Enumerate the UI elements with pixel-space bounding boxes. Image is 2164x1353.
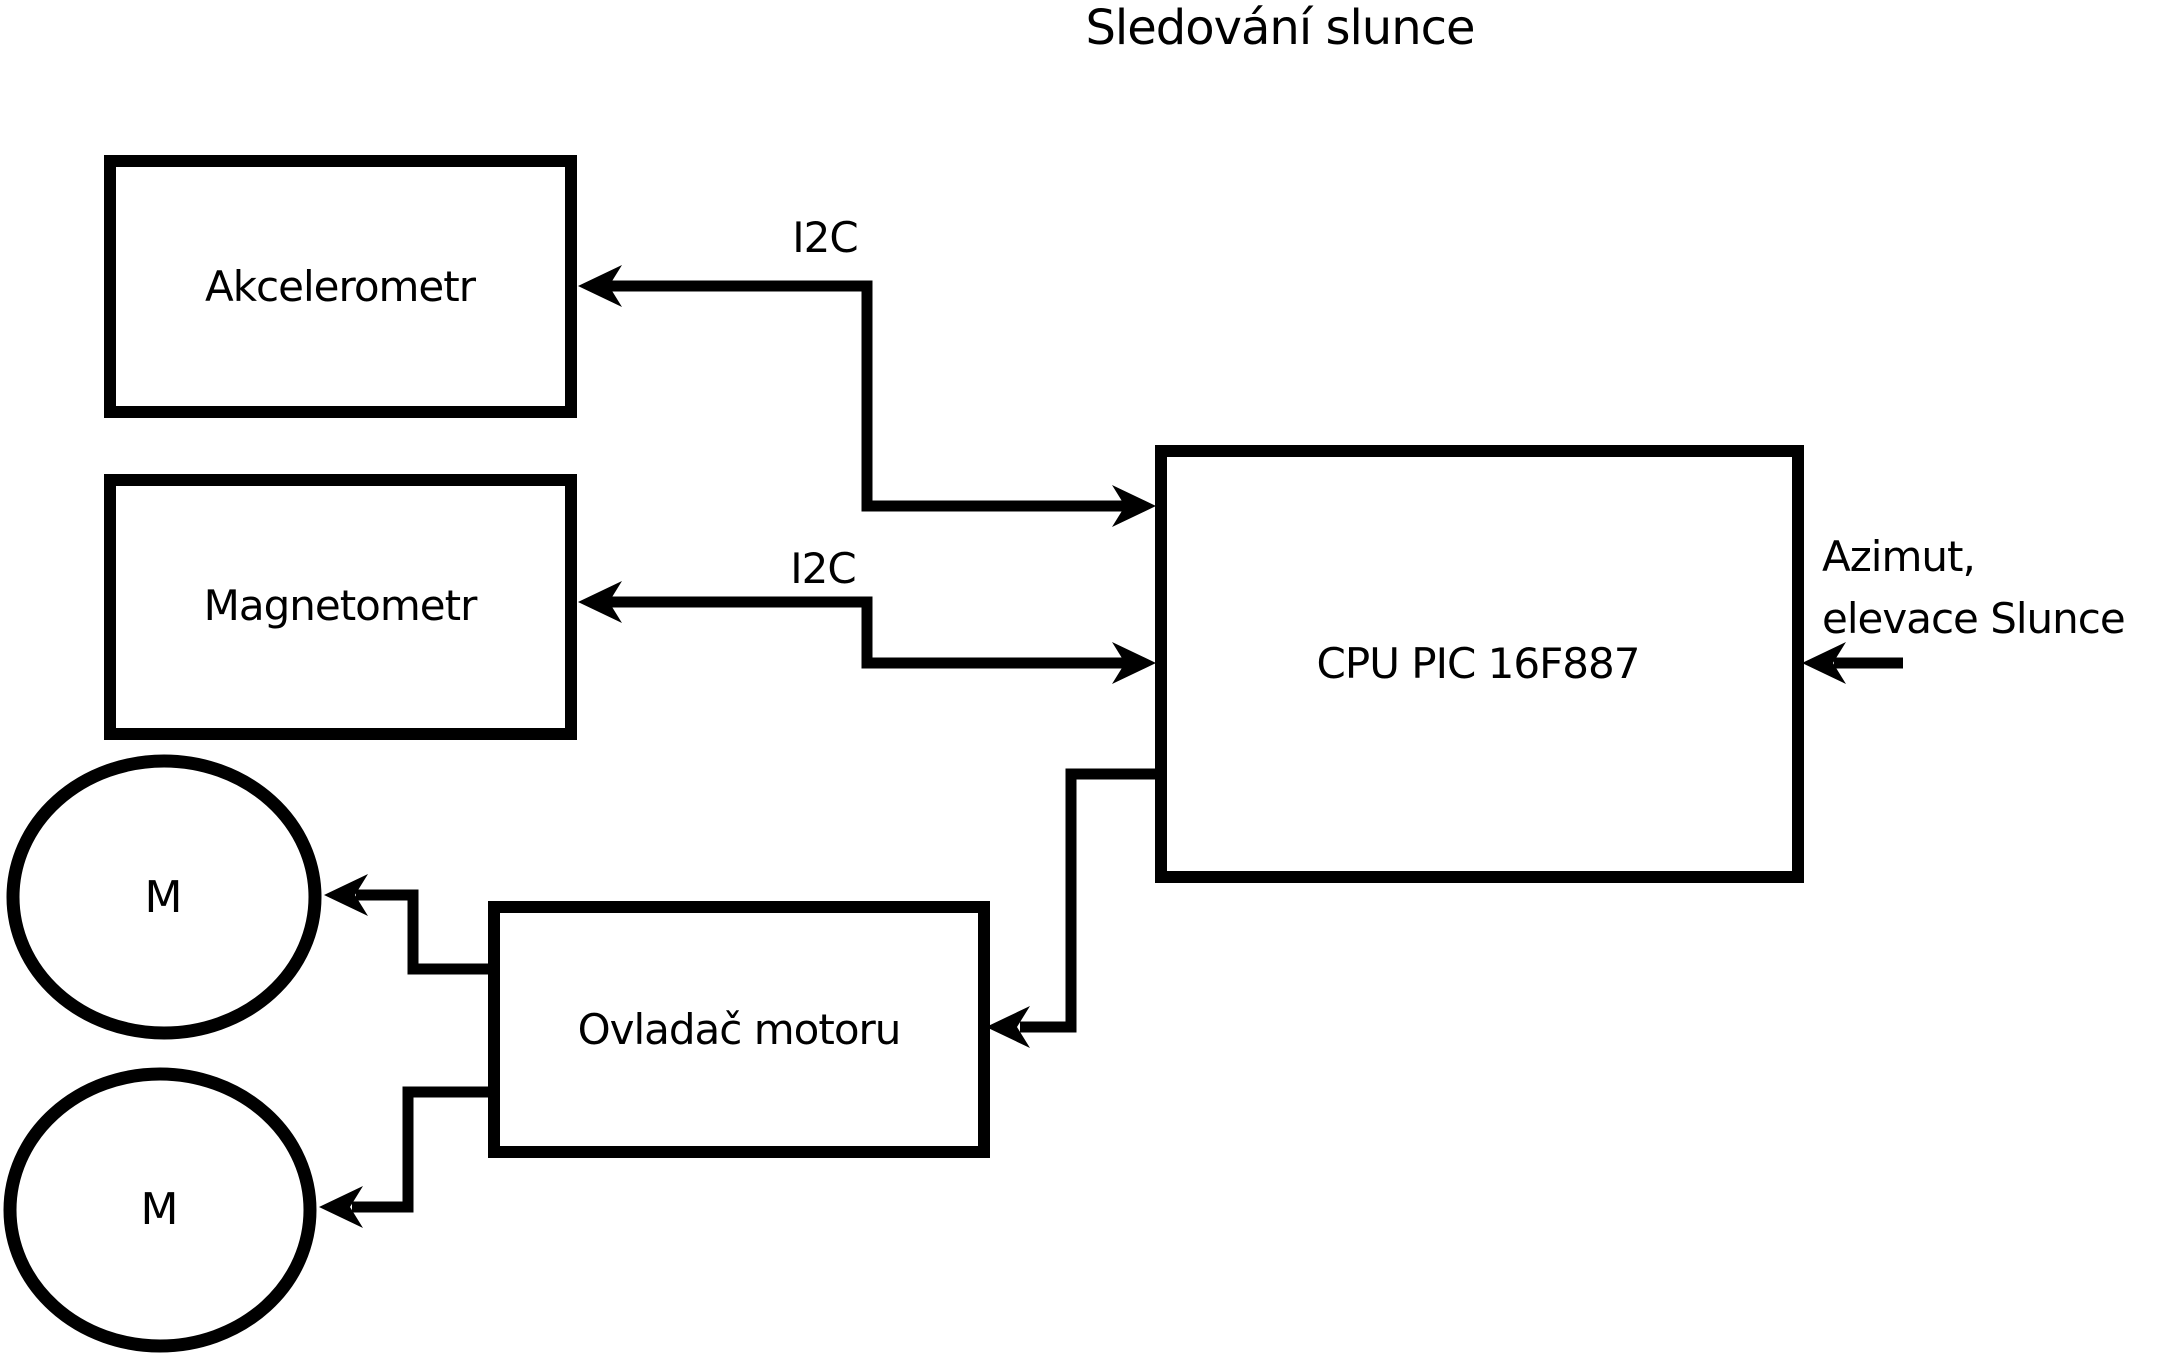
akcelerometr-box	[104, 155, 577, 418]
sun-input-label-line2: elevace Slunce	[1822, 594, 2125, 643]
arrowhead-into-motor1	[324, 874, 368, 916]
i2c-magnetometr-line	[606, 596, 1128, 669]
motor-driver-box	[488, 901, 990, 1158]
motor-driver-label: Ovladač motoru	[578, 1005, 901, 1054]
akcelerometr-label: Akcelerometr	[205, 262, 477, 311]
arrowhead-into-cpu-bottom	[1112, 642, 1156, 684]
arrowhead-into-cpu-top	[1112, 485, 1156, 527]
cpu-to-motor-driver-line	[1020, 768, 1158, 1033]
cpu-label: CPU PIC 16F887	[1317, 639, 1640, 688]
cpu-box	[1155, 445, 1804, 883]
arrowhead-into-motor-driver	[986, 1006, 1030, 1048]
i2c-akcelerometr-label: I2C	[792, 213, 857, 262]
arrowhead-sun-input-into-cpu	[1802, 642, 1846, 684]
magnetometr-box	[104, 474, 577, 740]
magnetometr-label: Magnetometr	[204, 581, 478, 630]
i2c-akcelerometr-line	[606, 280, 1128, 512]
motor-1-circle	[6, 754, 322, 1040]
i2c-magnetometr-label: I2C	[790, 544, 855, 593]
arrowhead-into-motor2	[319, 1186, 363, 1228]
motor-2-circle	[3, 1067, 317, 1353]
motor-1-label: M	[145, 872, 182, 923]
arrowhead-into-akcelerometr	[578, 265, 622, 307]
diagram-title: Sledování slunce	[1085, 0, 1474, 56]
sun-input-label-line1: Azimut,	[1822, 532, 1975, 581]
motor-driver-to-motor2-line	[352, 1086, 496, 1213]
motor-driver-to-motor1-line	[356, 889, 496, 975]
arrowhead-into-magnetometr	[578, 581, 622, 623]
motor-2-label: M	[141, 1184, 178, 1235]
